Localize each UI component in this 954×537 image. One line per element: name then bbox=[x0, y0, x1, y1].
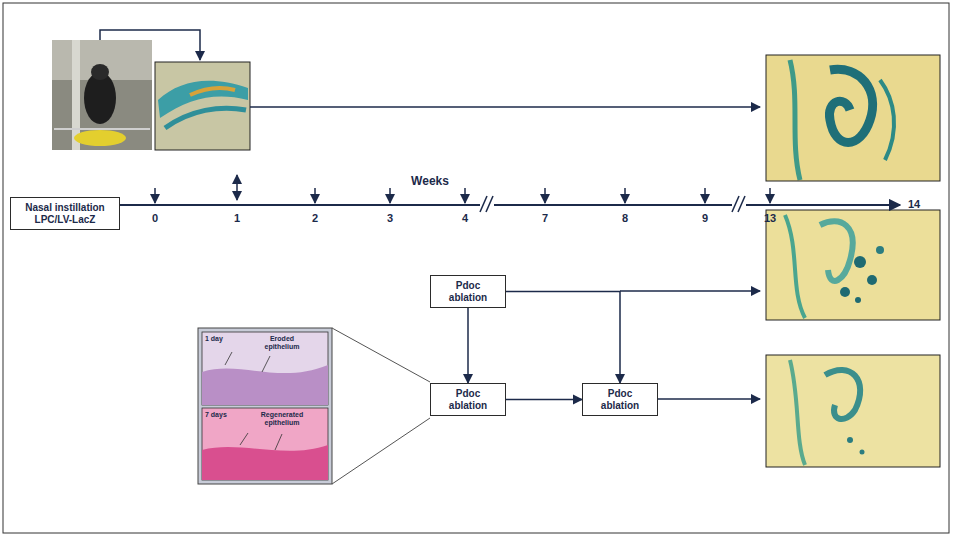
tick-label: 0 bbox=[145, 212, 165, 224]
tissue-photo bbox=[766, 355, 940, 467]
arrow bbox=[620, 290, 760, 292]
tick-label: 13 bbox=[757, 212, 783, 224]
annotation: 7 days bbox=[205, 411, 245, 419]
connector-arrow bbox=[506, 292, 620, 384]
connector-arrow bbox=[506, 399, 582, 401]
box-text: Nasal instillation LPC/LV-LacZ bbox=[16, 202, 114, 225]
annotation: Regenerated epithelium bbox=[246, 411, 318, 426]
tick-label: 3 bbox=[380, 212, 400, 224]
tick-label: 9 bbox=[695, 212, 715, 224]
box-text: Pdoc ablation bbox=[588, 388, 652, 411]
process-box: Nasal instillation LPC/LV-LacZ bbox=[10, 197, 120, 230]
connector-arrow bbox=[467, 308, 469, 383]
annotation: Eroded epithelium bbox=[252, 335, 312, 350]
mouse-photo bbox=[52, 40, 152, 150]
histology-inset bbox=[198, 328, 332, 484]
tick-label: 7 bbox=[535, 212, 555, 224]
box-text: Pdoc ablation bbox=[436, 280, 500, 303]
arrow bbox=[250, 106, 760, 108]
tissue-photo bbox=[766, 210, 940, 320]
tick-label: 4 bbox=[455, 212, 475, 224]
zoom-line bbox=[332, 328, 430, 382]
tissue-photo bbox=[766, 55, 940, 181]
axis-title: Weeks bbox=[395, 175, 465, 188]
stained-tissue-photo bbox=[155, 62, 250, 150]
timeline-axis bbox=[120, 204, 900, 206]
tick-label: 2 bbox=[305, 212, 325, 224]
process-box: Pdoc ablation bbox=[430, 383, 506, 416]
arrow bbox=[657, 398, 760, 400]
tick-label: 14 bbox=[908, 198, 938, 210]
tick-label: 1 bbox=[227, 212, 247, 224]
zoom-line bbox=[332, 418, 430, 484]
process-box: Pdoc ablation bbox=[582, 383, 658, 416]
box-text: Pdoc ablation bbox=[436, 388, 500, 411]
axis-break bbox=[480, 196, 746, 214]
tick-arrows bbox=[155, 175, 770, 203]
tick-label: 8 bbox=[615, 212, 635, 224]
frame bbox=[3, 3, 949, 533]
arrow bbox=[100, 30, 200, 60]
process-box: Pdoc ablation bbox=[430, 275, 506, 308]
annotation: 1 day bbox=[205, 335, 245, 343]
